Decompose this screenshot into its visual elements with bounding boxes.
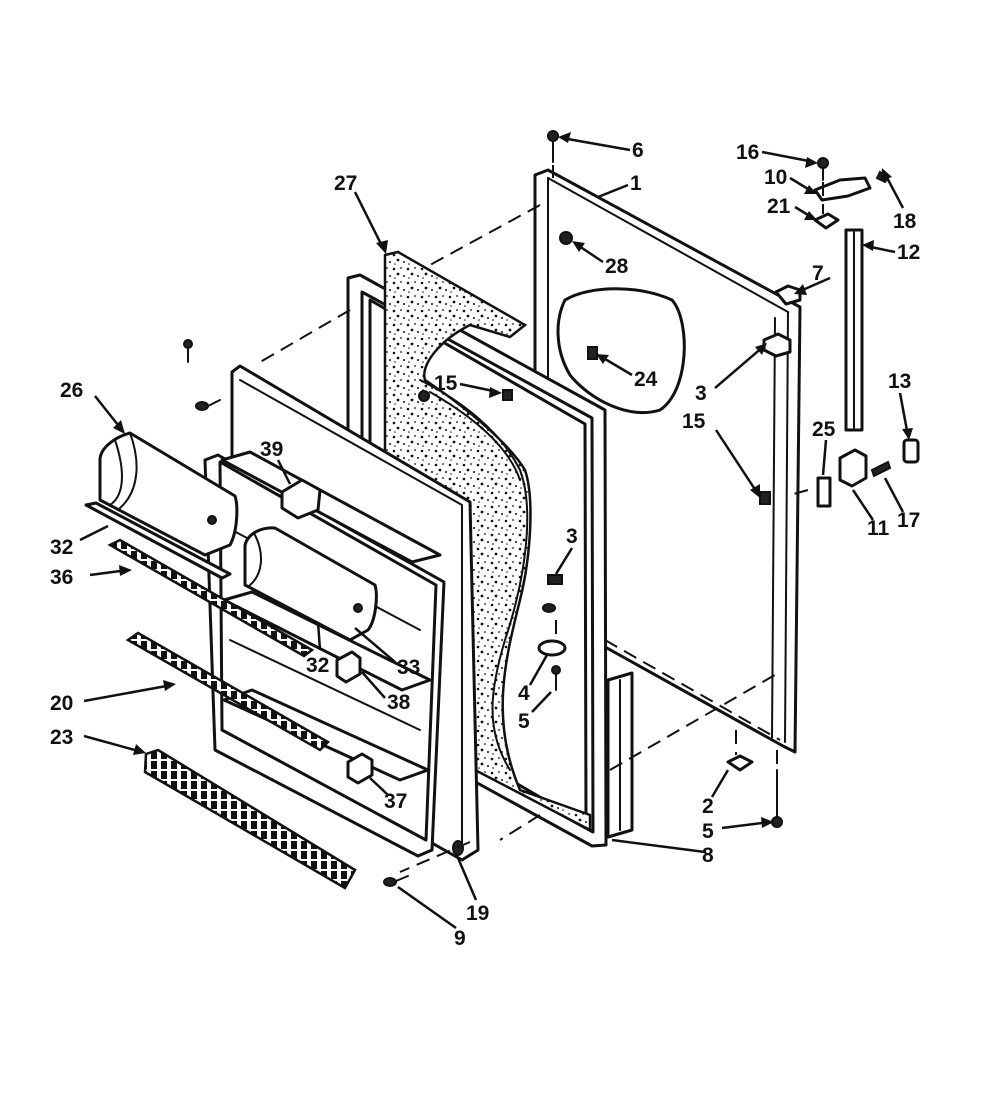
callout-9: 9 — [454, 927, 466, 950]
callout-19: 19 — [466, 902, 489, 925]
callout-1: 1 — [630, 172, 642, 195]
shelf-bar-upper — [84, 501, 232, 580]
dairy-cover-knob — [207, 515, 217, 525]
callout-32-center: 32 — [306, 654, 329, 677]
callout-26: 26 — [60, 379, 83, 402]
callout-11: 11 — [867, 517, 890, 540]
callout-32-left: 32 — [50, 536, 73, 559]
callout-6: 6 — [632, 139, 644, 162]
storage-bin-33 — [243, 526, 378, 642]
callout-28: 28 — [605, 255, 629, 278]
callout-8: 8 — [702, 844, 714, 867]
callout-10: 10 — [764, 166, 787, 189]
clip-37 — [346, 752, 374, 785]
callout-7: 7 — [812, 262, 824, 285]
clip-38 — [335, 650, 362, 684]
shelf-rail-36 — [107, 538, 315, 658]
callout-3-center: 3 — [566, 525, 578, 548]
callout-27: 27 — [334, 172, 357, 195]
callout-21: 21 — [767, 195, 791, 218]
callout-24: 24 — [634, 368, 658, 391]
callout-17: 17 — [897, 509, 920, 532]
center-hardware — [418, 389, 567, 691]
plug-28 — [559, 231, 573, 245]
insulation-cutaway — [556, 287, 686, 415]
label-plate-24 — [587, 346, 598, 360]
callout-15-center: 15 — [434, 372, 458, 395]
leader-lines — [79, 132, 913, 930]
callout-15-right: 15 — [682, 410, 706, 433]
callout-labels: 6 1 27 28 24 15 16 10 21 18 12 7 3 15 13… — [50, 139, 920, 950]
assembly-lines — [254, 165, 824, 873]
dairy-compartment-cover — [98, 431, 239, 557]
callout-36: 36 — [50, 566, 73, 589]
callout-23: 23 — [50, 726, 73, 749]
callout-39: 39 — [260, 438, 283, 461]
callout-25: 25 — [812, 418, 836, 441]
callout-4: 4 — [518, 682, 530, 705]
callout-2: 2 — [702, 795, 714, 818]
left-screws — [183, 339, 464, 887]
bracket-39 — [280, 478, 322, 520]
bottom-trim-23 — [143, 748, 357, 890]
callout-18: 18 — [893, 210, 917, 233]
callout-13: 13 — [888, 370, 911, 393]
callout-5-right: 5 — [702, 820, 714, 843]
callout-3-right: 3 — [695, 382, 707, 405]
callout-37: 37 — [384, 790, 407, 813]
callout-5-center: 5 — [518, 710, 530, 733]
callout-33: 33 — [397, 656, 420, 679]
hinge-assembly — [547, 130, 920, 828]
callout-20: 20 — [50, 692, 73, 715]
callout-16: 16 — [736, 141, 759, 164]
shelf-rail-20 — [125, 631, 331, 752]
callout-38: 38 — [387, 691, 411, 714]
callout-12: 12 — [897, 241, 920, 264]
